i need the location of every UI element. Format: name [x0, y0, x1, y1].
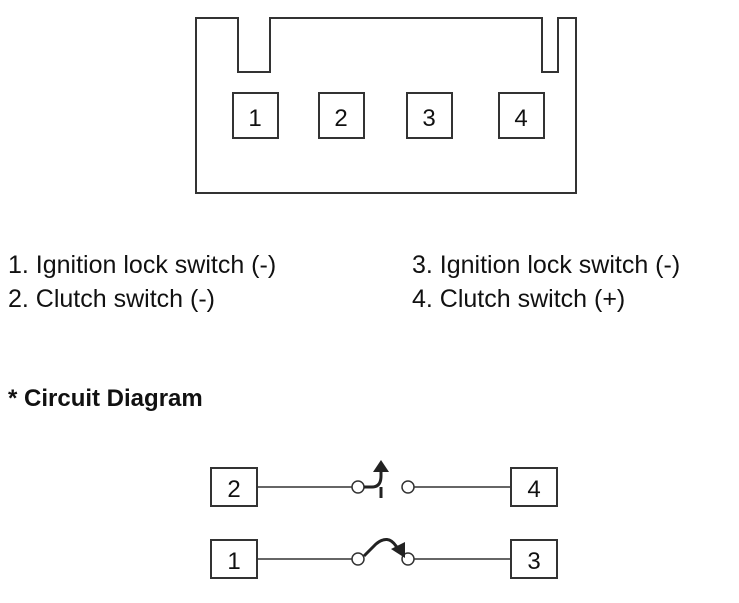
pin-label: 3 — [422, 105, 435, 132]
terminal-label-left: 2 — [227, 476, 240, 503]
legend-item-pin-1: 1. Ignition lock switch (-) — [8, 251, 277, 279]
terminal-label-right: 3 — [527, 548, 540, 575]
switch-contact-left — [351, 480, 365, 494]
pin-box — [498, 92, 545, 139]
switch-lever-arrow-icon — [391, 542, 405, 558]
pin-label: 2 — [334, 105, 347, 132]
legend-item-pin-4: 4. Clutch switch (+) — [412, 285, 626, 313]
connector-pin-1: 1 — [232, 92, 279, 139]
circuit-row-top: 2 4 — [210, 460, 558, 507]
terminal-label-left: 1 — [227, 548, 240, 575]
legend-item-pin-3: 3. Ignition lock switch (-) — [412, 251, 681, 279]
switch-lever — [362, 538, 402, 558]
switch-lever — [364, 464, 383, 489]
switch-contact-right — [401, 480, 415, 494]
pin-label: 4 — [514, 105, 527, 132]
terminal-box-right — [510, 539, 558, 579]
terminal-label-right: 4 — [527, 476, 540, 503]
switch-lever-arrow-icon — [373, 460, 389, 472]
connector-pin-3: 3 — [406, 92, 453, 139]
connector-pin-4: 4 — [498, 92, 545, 139]
pin-box — [318, 92, 365, 139]
pin-label: 1 — [248, 105, 261, 132]
connector-housing — [195, 17, 577, 194]
pin-box — [406, 92, 453, 139]
pin-box — [232, 92, 279, 139]
legend-item-pin-2: 2. Clutch switch (-) — [8, 285, 215, 313]
connector-pin-2: 2 — [318, 92, 365, 139]
terminal-box-right — [510, 467, 558, 507]
circuit-row-bottom: 1 3 — [210, 538, 558, 579]
switch-contact-left — [351, 552, 365, 566]
circuit-diagram-heading: * Circuit Diagram — [8, 385, 203, 412]
